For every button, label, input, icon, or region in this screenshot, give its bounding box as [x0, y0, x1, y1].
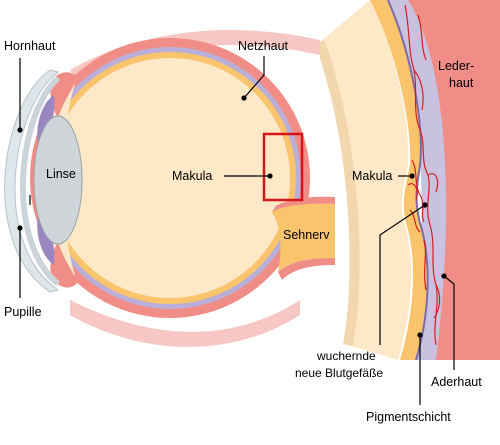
- label-pupille: Pupille: [4, 305, 42, 319]
- ciliary-body-top: [50, 72, 78, 118]
- label-lederhaut-1: Leder-: [438, 59, 474, 73]
- optic-nerve-sheath-bottom: [278, 258, 335, 280]
- new-blood-vessels: [404, 4, 441, 346]
- label-makula-left: Makula: [172, 169, 212, 183]
- eyeball-cross-section: [4, 30, 335, 347]
- label-pigmentschicht: Pigmentschicht: [366, 410, 451, 424]
- label-blutgefaesse-2: neue Blutgefäße: [295, 366, 383, 380]
- label-linse: Linse: [46, 167, 76, 181]
- label-netzhaut: Netzhaut: [238, 39, 289, 53]
- vitreous-body: [50, 58, 290, 298]
- label-hornhaut: Hornhaut: [4, 39, 56, 53]
- label-makula-right: Makula: [352, 169, 392, 183]
- optic-nerve: [272, 203, 335, 272]
- label-lederhaut-2: haut: [449, 76, 474, 90]
- magnified-sclera: [400, 0, 500, 360]
- magnified-choroid: [385, 0, 447, 360]
- cornea: [4, 69, 60, 293]
- label-sehnerv: Sehnerv: [283, 228, 330, 242]
- eye-muscle-bottom: [70, 300, 300, 347]
- cornea-inner: [20, 75, 61, 287]
- lens: [33, 115, 83, 245]
- label-blutgefaesse-1: wuchernde: [316, 349, 376, 363]
- pointer-lines: [17, 56, 455, 405]
- magnified-vitreous-edge: [320, 40, 360, 346]
- magnified-retina: [370, 0, 428, 360]
- optic-nerve-sheath-top: [272, 196, 335, 212]
- macula-highlight-box: [262, 132, 304, 202]
- magnified-vitreous: [320, 0, 412, 360]
- ciliary-body-bottom: [50, 242, 78, 288]
- label-aderhaut: Aderhaut: [431, 375, 482, 389]
- magnified-retina-section: [320, 0, 500, 360]
